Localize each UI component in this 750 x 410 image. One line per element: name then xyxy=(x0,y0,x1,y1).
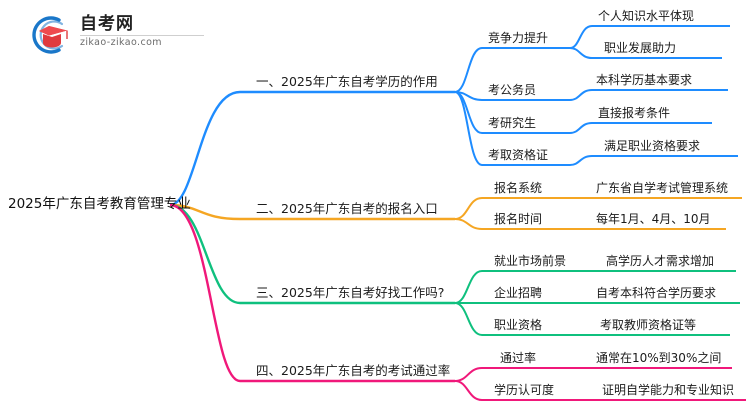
branch-3-child-2-leaf-1[interactable]: 自考本科符合学历要求 xyxy=(596,286,717,300)
branch-1-child-2[interactable]: 考公务员 xyxy=(488,83,537,97)
branch-node-4[interactable]: 四、2025年广东自考的考试通过率 xyxy=(256,363,451,378)
branch-node-2[interactable]: 二、2025年广东自考的报名入口 xyxy=(256,201,438,216)
branch-1-child-4[interactable]: 考取资格证 xyxy=(488,148,549,162)
branch-3-child-3[interactable]: 职业资格 xyxy=(494,318,543,332)
logo-divider xyxy=(80,35,204,36)
branch-3-child-1[interactable]: 就业市场前景 xyxy=(494,254,567,268)
logo-domain: zikao-zikao.com xyxy=(80,37,162,48)
branch-1-child-2-leaf-1[interactable]: 本科学历基本要求 xyxy=(596,73,693,87)
branch-4-wires xyxy=(169,203,746,401)
branch-1-child-3[interactable]: 考研究生 xyxy=(488,116,537,130)
branch-2-child-2[interactable]: 报名时间 xyxy=(494,212,543,226)
branch-1-wires xyxy=(169,25,738,207)
branch-4-child-1[interactable]: 通过率 xyxy=(500,351,537,365)
branch-3-child-2[interactable]: 企业招聘 xyxy=(494,286,543,300)
site-logo: 自考网 zikao-zikao.com xyxy=(28,12,208,58)
branch-4-child-2[interactable]: 学历认可度 xyxy=(494,383,555,397)
graduation-cap-icon xyxy=(32,16,68,54)
branch-node-1[interactable]: 一、2025年广东自考学历的作用 xyxy=(256,74,438,89)
branch-3-child-3-leaf-1[interactable]: 考取教师资格证等 xyxy=(600,318,697,332)
branch-3-child-1-leaf-1[interactable]: 高学历人才需求增加 xyxy=(606,254,715,268)
branch-node-3[interactable]: 三、2025年广东自考好找工作吗? xyxy=(256,285,445,300)
branch-2-child-1[interactable]: 报名系统 xyxy=(494,181,543,195)
branch-1-child-1-leaf-2[interactable]: 职业发展助力 xyxy=(604,41,677,55)
branch-4-child-1-leaf-1[interactable]: 通常在10%到30%之间 xyxy=(596,351,722,365)
branch-1-child-1[interactable]: 竞争力提升 xyxy=(488,31,549,45)
branch-1-child-4-leaf-1[interactable]: 满足职业资格要求 xyxy=(604,139,701,153)
branch-2-child-2-leaf-1[interactable]: 每年1月、4月、10月 xyxy=(596,212,711,226)
branch-1-child-3-leaf-1[interactable]: 直接报考条件 xyxy=(598,106,671,120)
root-node[interactable]: 2025年广东自考教育管理专业 xyxy=(8,196,191,212)
branch-1-child-1-leaf-1[interactable]: 个人知识水平体现 xyxy=(598,9,695,23)
branch-4-child-2-leaf-1[interactable]: 证明自学能力和专业知识 xyxy=(602,383,735,397)
logo-title: 自考网 xyxy=(80,14,134,34)
branch-2-wires xyxy=(169,197,742,230)
logo-text: 自考网 zikao-zikao.com xyxy=(80,14,206,49)
branch-2-child-1-leaf-1[interactable]: 广东省自学考试管理系统 xyxy=(596,181,729,195)
